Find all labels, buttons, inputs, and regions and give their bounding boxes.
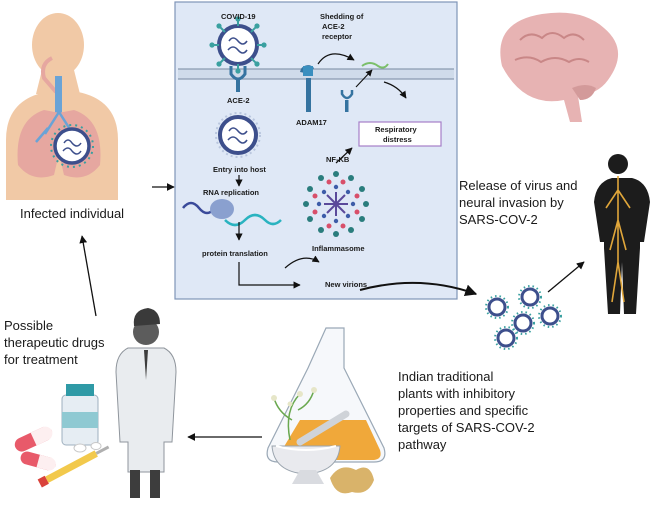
plants-label-4: targets of SARS-COV-2: [398, 420, 535, 435]
virions-cluster-icon: [485, 285, 562, 350]
nfkb-label: NF-KB: [326, 155, 350, 164]
shedding-label-3: receptor: [322, 32, 352, 41]
entry-label: Entry into host: [213, 165, 266, 174]
cell-membrane: [178, 68, 454, 80]
neural-body-icon: [594, 154, 650, 314]
drugs-label-2: therapeutic drugs: [4, 335, 105, 350]
protein-label: protein translation: [202, 249, 268, 258]
respiratory-distress-box: [358, 121, 442, 147]
respiratory-label-2: distress: [383, 135, 412, 144]
arrow-protein-inflammasome: [284, 255, 320, 269]
cleaved-receptor-icon: [340, 90, 354, 112]
researcher-icon: [115, 308, 177, 498]
brain-icon: [500, 12, 619, 122]
shedding-label-2: ACE-2: [322, 22, 345, 31]
plants-label-3: properties and specific: [398, 403, 529, 418]
ace2-receptor-icon: [229, 66, 247, 92]
adam17-icon: [300, 65, 314, 112]
entered-virus-icon: [215, 112, 261, 158]
adam17-label: ADAM17: [296, 118, 327, 127]
plants-flask-icon: [266, 327, 386, 494]
release-label-1: Release of virus and: [459, 178, 578, 193]
arrow-distress: [383, 81, 407, 99]
release-label-2: neural invasion by: [459, 195, 564, 210]
inflammasome-label: Inflammasome: [312, 244, 365, 253]
shed-receptor-icon: [361, 62, 389, 69]
covid-virus-icon: [209, 16, 267, 74]
respiratory-label-1: Respiratory: [375, 125, 418, 134]
arrow-cluster-body: [547, 261, 585, 293]
arrow-nfkb-distress: [335, 147, 353, 164]
virions-label: New virions: [325, 280, 367, 289]
covid-label: COVID-19: [221, 12, 256, 21]
release-label-3: SARS-COV-2: [459, 212, 538, 227]
drugs-label-3: for treatment: [4, 352, 78, 367]
arrow-shedding: [317, 53, 355, 65]
shedding-label-1: Shedding of: [320, 12, 364, 21]
arrow-receptor-up: [355, 69, 373, 88]
drugs-label-1: Possible: [4, 318, 53, 333]
rna-replication-icon: [182, 199, 282, 227]
ace2-label: ACE-2: [227, 96, 250, 105]
plants-label-5: pathway: [398, 437, 447, 452]
inflammasome-icon: [298, 166, 374, 242]
plants-label-2: plants with inhibitory: [398, 386, 516, 401]
infected-label: Infected individual: [20, 206, 124, 221]
plants-label-1: Indian traditional: [398, 369, 494, 384]
medicines-icon: [14, 384, 110, 488]
infected-person-icon: [6, 13, 118, 200]
arrow-drugs-infected: [79, 235, 97, 317]
rna-label: RNA replication: [203, 188, 259, 197]
arrow-protein-virions: [238, 262, 301, 289]
arrow-virions-cluster: [359, 281, 478, 297]
